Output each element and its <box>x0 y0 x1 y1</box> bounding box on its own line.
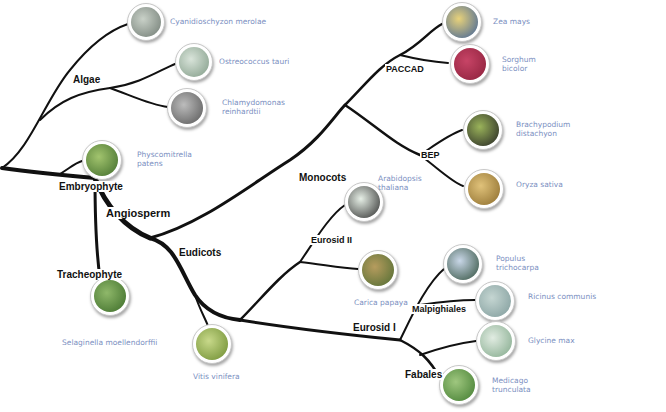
species-node: Sorghum bicolor <box>450 44 490 84</box>
photo-circle <box>439 365 479 405</box>
species-name: Sorghum bicolor <box>502 55 562 73</box>
species-name: Physcomitrella patens <box>137 150 207 168</box>
species-name: Ostreococcus tauri <box>219 57 319 66</box>
species-node: Ricinus communis <box>475 281 515 321</box>
species-node: Zea mays <box>442 2 482 42</box>
photo-circle <box>464 169 504 209</box>
photo-circle <box>167 88 207 128</box>
species-photo <box>468 173 500 205</box>
clade-label: Malpighiales <box>411 304 467 314</box>
species-node: Oryza sativa <box>464 169 504 209</box>
species-photo <box>171 92 203 124</box>
clade-label: Embryophyte <box>58 181 124 192</box>
species-photo <box>362 254 394 286</box>
species-photo <box>94 280 126 312</box>
clade-label: Tracheophyte <box>56 269 123 280</box>
species-node: Physcomitrella patens <box>82 140 122 180</box>
species-node: Glycine max <box>476 321 516 361</box>
species-name: Medicago trunculata <box>492 376 562 394</box>
species-name: Chlamydomonas reinhardtii <box>222 98 292 116</box>
photo-circle <box>450 44 490 84</box>
species-photo <box>196 328 228 360</box>
species-node: Chlamydomonas reinhardtii <box>167 88 207 128</box>
species-node: Brachypodium distachyon <box>463 110 503 150</box>
species-name: Zea mays <box>493 17 563 26</box>
photo-circle <box>443 244 483 284</box>
species-photo <box>479 285 511 317</box>
species-node: Medicago trunculata <box>439 365 479 405</box>
species-name: Brachypodium distachyon <box>516 120 596 138</box>
species-photo <box>446 6 478 38</box>
species-photo <box>480 325 512 357</box>
species-name: Vitis vinifera <box>193 372 253 381</box>
photo-circle <box>175 43 213 81</box>
species-node: Selaginella moellendorffii <box>90 276 130 316</box>
species-name: Arabidopsis thaliana <box>378 174 448 192</box>
species-photo <box>131 7 161 37</box>
clade-label: Monocots <box>298 172 347 183</box>
clade-label: Eurosid II <box>310 235 353 245</box>
species-node: Ostreococcus tauri <box>175 43 213 81</box>
clade-label: Fabales <box>404 369 443 380</box>
species-photo <box>443 369 475 401</box>
photo-circle <box>476 321 516 361</box>
species-node: Vitis vinifera <box>192 324 232 364</box>
species-name: Populus trichocarpa <box>496 254 566 272</box>
species-name: Ricinus communis <box>528 292 598 301</box>
clade-label: BEP <box>420 150 441 160</box>
species-photo <box>179 47 209 77</box>
species-node: Populus trichocarpa <box>443 244 483 284</box>
species-photo <box>454 48 486 80</box>
species-name: Cyanidioschyzon merolae <box>170 17 280 26</box>
clade-label: Eurosid I <box>352 322 397 333</box>
photo-circle <box>82 140 122 180</box>
species-node: Carica papaya <box>358 250 398 290</box>
clade-label: Algae <box>72 74 101 85</box>
photo-circle <box>475 281 515 321</box>
species-photo <box>447 248 479 280</box>
species-photo <box>348 186 380 218</box>
species-photo <box>86 144 118 176</box>
species-node: Cyanidioschyzon merolae <box>127 3 165 41</box>
species-photo <box>467 114 499 146</box>
photo-circle <box>192 324 232 364</box>
photo-circle <box>127 3 165 41</box>
species-name: Oryza sativa <box>516 180 576 189</box>
photo-circle <box>358 250 398 290</box>
clade-label: Eudicots <box>178 247 222 258</box>
photo-circle <box>463 110 503 150</box>
photo-circle <box>90 276 130 316</box>
clade-label: PACCAD <box>385 64 425 74</box>
photo-circle <box>442 2 482 42</box>
clade-label: Angiosperm <box>105 207 171 219</box>
species-node: Arabidopsis thaliana <box>344 182 384 222</box>
species-name: Glycine max <box>528 336 598 345</box>
species-name: Selaginella moellendorffii <box>62 338 182 347</box>
